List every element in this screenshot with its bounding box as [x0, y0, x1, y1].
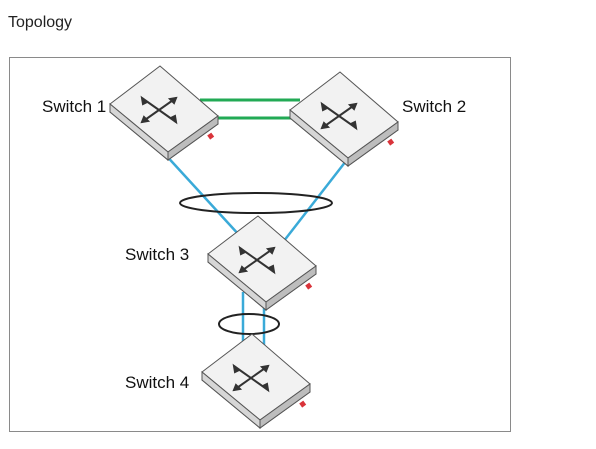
switch-3-label: Switch 3	[125, 245, 189, 264]
switch-3-icon	[238, 245, 276, 275]
page-title: Topology	[8, 14, 73, 31]
switch-1	[109, 65, 219, 162]
switch-4-icon	[232, 363, 270, 393]
link-sw2-sw3	[279, 151, 354, 247]
switch-4-label: Switch 4	[125, 373, 189, 392]
lag-ring-upper	[179, 192, 333, 214]
switch-2	[289, 71, 399, 168]
switch-1-label: Switch 1	[42, 97, 106, 116]
switch-2-label: Switch 2	[402, 97, 466, 116]
lag-ring-lower	[218, 313, 280, 335]
switch-3	[207, 215, 317, 312]
switch-4	[201, 333, 311, 430]
switch-1-icon	[140, 95, 178, 125]
switch-2-icon	[320, 101, 358, 131]
